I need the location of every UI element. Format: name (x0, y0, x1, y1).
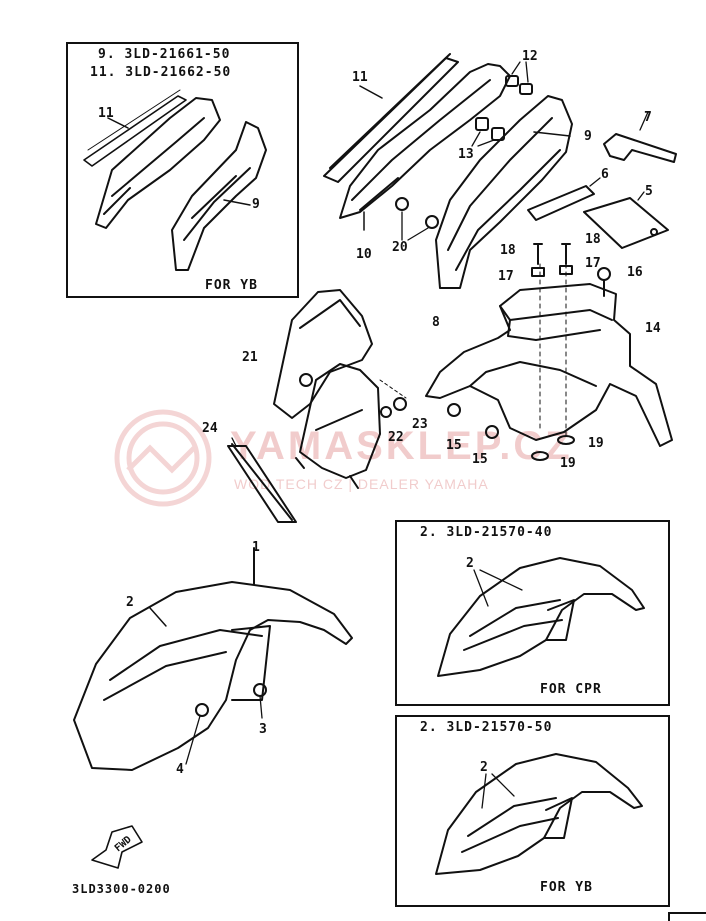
bolts-15 (447, 403, 499, 439)
callout-2-yb: 2 (480, 760, 488, 775)
screws-18 (533, 243, 571, 265)
callout-13: 13 (458, 147, 474, 162)
callout-11: 11 (352, 70, 368, 85)
fender-yb (435, 753, 643, 875)
callout-10: 10 (356, 247, 372, 262)
washers-19 (531, 435, 575, 461)
front-fender-1 (73, 547, 353, 771)
callout-18-right: 18 (585, 232, 601, 247)
callout-8: 8 (432, 315, 440, 330)
side-cover-9 (435, 95, 573, 289)
decal-2-main (149, 607, 167, 627)
grommets-13 (471, 117, 505, 147)
callout-15-left: 15 (446, 438, 462, 453)
inset-part-number-11: 11. 3LD-21662-50 (90, 65, 232, 80)
callout-17-left: 17 (498, 269, 514, 284)
callout-23: 23 (412, 417, 428, 432)
callout-7: 7 (644, 110, 652, 125)
plate-24 (227, 437, 297, 523)
inset-variant-yb-top: FOR YB (205, 278, 258, 293)
nuts-17 (531, 265, 573, 277)
callout-19-lower: 19 (560, 456, 576, 471)
bolt-16 (597, 267, 611, 297)
inset-decal-11 (83, 89, 187, 167)
callout-9-inset: 9 (252, 197, 260, 212)
fwd-label: FWD (113, 834, 134, 854)
inset-variant-yb-bottom: FOR YB (540, 880, 593, 895)
callout-19-upper: 19 (588, 436, 604, 451)
callout-11-inset: 11 (98, 106, 114, 121)
plate-5 (583, 191, 669, 249)
callout-5: 5 (645, 184, 653, 199)
callout-6: 6 (601, 167, 609, 182)
rear-fender-14 (425, 263, 673, 447)
page-corner-mark (668, 912, 706, 921)
watermark-text: YAMASKLEP.CZ (230, 424, 573, 468)
callout-12: 12 (522, 49, 538, 64)
dampers-20 (395, 197, 439, 241)
callout-2: 2 (126, 595, 134, 610)
screw-22 (380, 406, 392, 418)
inset-variant-cpr: FOR CPR (540, 682, 602, 697)
callout-16: 16 (627, 265, 643, 280)
collar-23 (393, 397, 407, 411)
inset-part-number-9: 9. 3LD-21661-50 (98, 47, 231, 62)
callout-22: 22 (388, 430, 404, 445)
bolt-3 (253, 683, 267, 719)
callout-14: 14 (645, 321, 661, 336)
band-6 (527, 177, 601, 221)
inset-side-cover-yb (66, 42, 299, 298)
grommets-12 (505, 61, 533, 95)
bolt-4 (185, 703, 209, 765)
callout-1: 1 (252, 540, 260, 555)
bracket-7 (603, 111, 677, 163)
callout-20: 20 (392, 240, 408, 255)
inset-fender-cpr (395, 520, 670, 706)
callout-2-cpr: 2 (466, 556, 474, 571)
callout-17-right: 17 (585, 256, 601, 271)
decal-11 (323, 53, 459, 183)
callout-15-right: 15 (472, 452, 488, 467)
fender-cpr (437, 557, 645, 677)
inset-part-number-yb: 2. 3LD-21570-50 (420, 720, 553, 735)
side-cover-10 (339, 63, 511, 231)
inset-side-cover-right (171, 121, 267, 271)
callout-4: 4 (176, 762, 184, 777)
inset-fender-yb (395, 715, 670, 907)
callout-9: 9 (584, 129, 592, 144)
inset-side-cover-left (95, 97, 221, 229)
inner-cover (295, 363, 407, 489)
callout-3: 3 (259, 722, 267, 737)
panel-21 (273, 289, 373, 419)
fwd-arrow (91, 825, 143, 869)
watermark-subtext: WOD TECH CZ | DEALER YAMAHA (234, 476, 489, 492)
inset-part-number-cpr: 2. 3LD-21570-40 (420, 525, 553, 540)
callout-21: 21 (242, 350, 258, 365)
document-number: 3LD3300-0200 (72, 882, 171, 896)
callout-24: 24 (202, 421, 218, 436)
callout-18-left: 18 (500, 243, 516, 258)
